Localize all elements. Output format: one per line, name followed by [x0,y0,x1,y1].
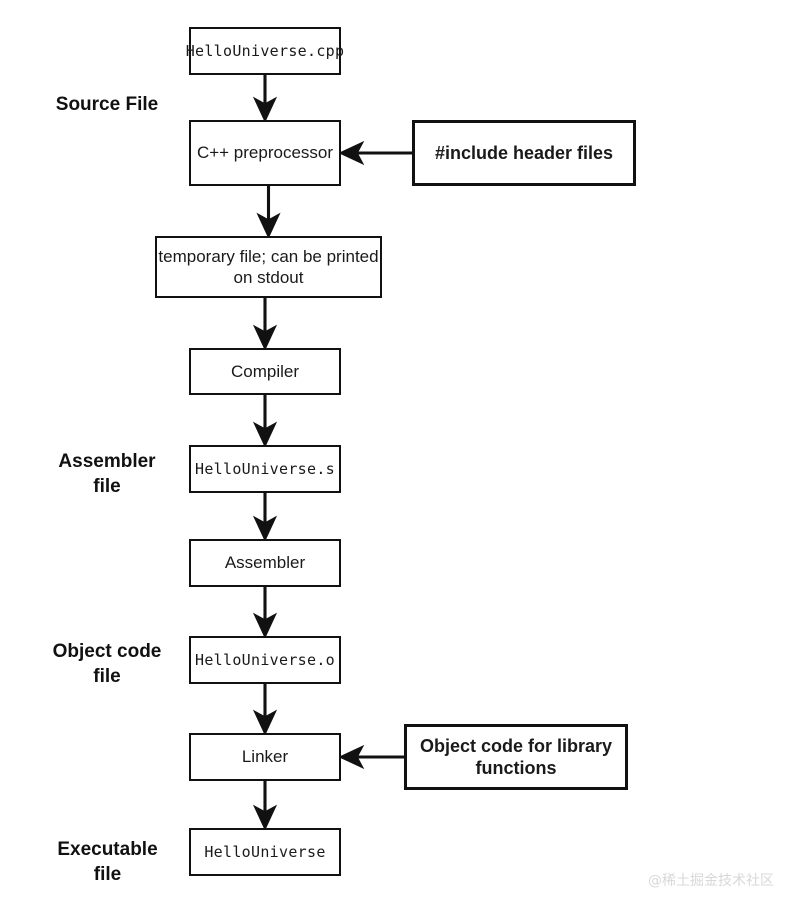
node-preprocessor: C++ preprocessor [189,120,341,186]
note-include-header-files: #include header files [412,120,636,186]
stage-label-assembler-file: Assembler file [58,451,156,497]
stage-label-source-file: Source File [55,94,159,115]
node-compiler: Compiler [189,348,341,395]
note-object-code-library: Object code for library functions [404,724,628,790]
node-linker: Linker [189,733,341,781]
stage-label-executable-file: Executable file [57,839,158,885]
node-source-file: HelloUniverse.cpp [186,27,344,75]
node-executable-file: HelloUniverse [189,828,341,876]
watermark-text: @稀土掘金技术社区 [648,873,774,889]
node-temporary-file: temporary file; can be printed on stdout [155,236,382,298]
node-assembler: Assembler [189,539,341,587]
node-assembly-file: HelloUniverse.s [189,445,341,493]
node-object-file: HelloUniverse.o [189,636,341,684]
stage-label-object-code-file: Object code file [52,641,162,687]
